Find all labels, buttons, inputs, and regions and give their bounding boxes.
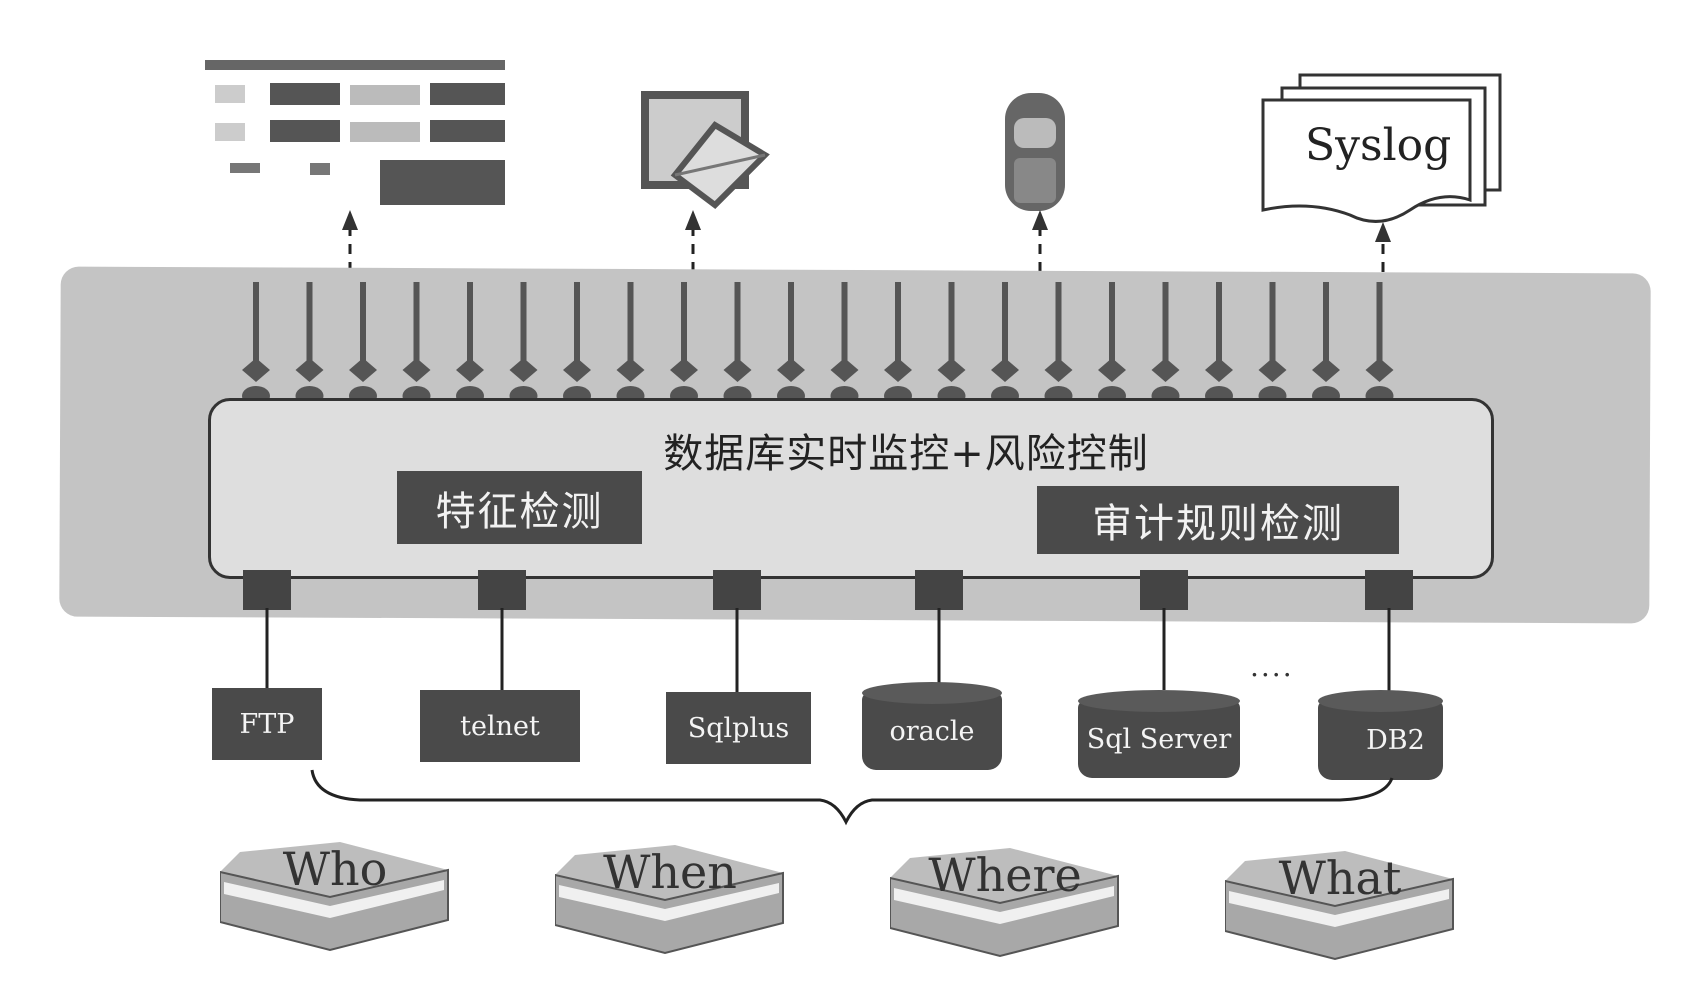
probe-arrow <box>1365 282 1394 406</box>
more-sources-ellipsis: .... <box>1250 650 1294 683</box>
dimension-box-shape <box>1225 851 1454 961</box>
source-label: DB2 <box>1366 724 1425 756</box>
dimension-label: Where <box>928 848 1082 902</box>
core-monitor-box: 数据库实时监控+风险控制 特征检测 审计规则检测 <box>208 398 1494 579</box>
probe-arrow <box>509 282 538 406</box>
source-sqlserver: Sql Server <box>1078 690 1240 778</box>
probe-arrow <box>777 282 805 406</box>
syslog-document-icon <box>1261 73 1502 223</box>
port <box>478 570 526 610</box>
probe-arrow <box>616 282 645 406</box>
probe-arrow <box>563 282 591 406</box>
probe-arrow <box>295 282 324 406</box>
probe-arrow <box>1044 282 1073 406</box>
arrow-head <box>1375 222 1391 242</box>
probe-arrow <box>937 282 966 406</box>
core-title: 数据库实时监控+风险控制 <box>663 431 1149 477</box>
probe-arrow <box>1151 282 1180 406</box>
port <box>243 570 291 610</box>
port <box>1365 570 1413 610</box>
probe-arrow <box>1258 282 1287 406</box>
mobile-phone-icon <box>1005 93 1065 211</box>
source-label: telnet <box>460 710 540 742</box>
arrow-head <box>342 210 358 230</box>
dimension-box-shape <box>220 842 449 952</box>
source-ftp: FTP <box>212 688 322 760</box>
probe-arrow <box>349 282 377 406</box>
source-label: oracle <box>889 715 975 747</box>
source-sqlplus: Sqlplus <box>666 692 811 764</box>
dimension-label: When <box>603 845 737 899</box>
probe-arrow <box>884 282 912 406</box>
probe-arrows <box>242 282 1394 406</box>
source-db2: DB2 <box>1318 690 1443 780</box>
module-signature-detection: 特征检测 <box>397 471 642 544</box>
dimension-box-shape <box>890 848 1119 958</box>
dimension-box-shape <box>555 845 784 955</box>
source-label: Sqlplus <box>687 712 790 744</box>
source-label: FTP <box>239 708 295 740</box>
probe-arrow <box>830 282 859 406</box>
report-dashboard-icon <box>205 60 505 205</box>
probe-arrow <box>1098 282 1126 406</box>
arrow-head <box>1032 210 1048 230</box>
dimension-box: When <box>555 845 785 965</box>
port <box>915 570 963 610</box>
source-label: Sql Server <box>1086 723 1232 755</box>
email-envelope-icon <box>641 91 770 209</box>
probe-arrow <box>991 282 1019 406</box>
probe-arrow <box>402 282 431 406</box>
probe-arrow <box>242 282 270 406</box>
port <box>713 570 761 610</box>
arrow-head <box>685 210 701 230</box>
module-audit-rule-detection: 审计规则检测 <box>1037 486 1399 554</box>
dimension-box: Where <box>890 848 1120 968</box>
dimension-box: What <box>1225 851 1455 971</box>
probe-arrow <box>723 282 752 406</box>
grouping-brace <box>310 769 1394 826</box>
port <box>1140 570 1188 610</box>
output-arrows <box>342 210 1391 290</box>
source-connectors <box>265 608 1391 695</box>
dimension-box: Who <box>220 842 450 962</box>
syslog-label: Syslog <box>1305 120 1452 171</box>
probe-arrow <box>1312 282 1340 406</box>
dimension-label: Who <box>282 842 388 896</box>
probe-arrow <box>670 282 698 406</box>
probe-arrow <box>456 282 484 406</box>
dimension-label: What <box>1278 851 1402 905</box>
source-oracle: oracle <box>862 682 1002 770</box>
source-telnet: telnet <box>420 690 580 762</box>
probe-arrow <box>1205 282 1233 406</box>
